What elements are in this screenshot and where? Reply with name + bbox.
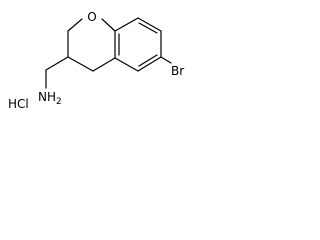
bond-c8-c7 (137, 17, 162, 32)
bond-c8-c7-inner (138, 22, 158, 34)
bond-c3-c4 (67, 56, 94, 72)
bond-c5-c4a (114, 57, 139, 72)
bond-c6-c5-inner (138, 54, 158, 67)
bond-o-c8a (101, 18, 116, 32)
bromine-atom-label: Br (171, 64, 184, 78)
amine-group-label: NH2 (38, 90, 62, 107)
amine-label-main: NH (38, 90, 56, 104)
bond-o-c2 (67, 18, 83, 32)
amine-label-subscript: 2 (56, 97, 62, 107)
bond-c4-c4a (92, 57, 116, 72)
hydrochloride-label: HCl (8, 97, 29, 111)
bond-c6-br (160, 56, 172, 64)
chemical-structure: O Br NH2 HCl (8, 10, 184, 111)
bond-c6-c5 (137, 56, 162, 72)
oxygen-atom-label: O (87, 10, 96, 24)
bond-c8a-c8 (114, 17, 139, 32)
bond-c3-ch2 (45, 56, 69, 71)
